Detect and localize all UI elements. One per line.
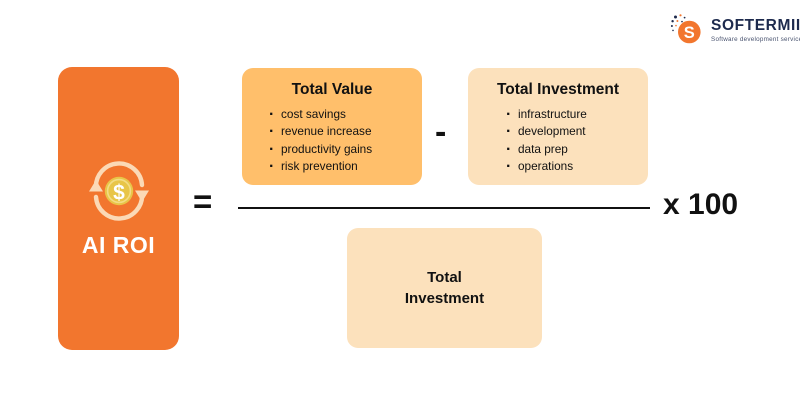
denominator-title: Total Investment	[405, 267, 484, 310]
denominator-title-line-2: Investment	[404, 290, 485, 307]
total-value-box: Total Value cost savings revenue increas…	[242, 68, 422, 185]
brand-wordmark: SOFTERMII Software development services	[711, 17, 800, 43]
list-item: revenue increase	[269, 122, 422, 143]
list-item: productivity gains	[269, 140, 422, 161]
list-item: data prep	[506, 140, 648, 161]
svg-text:S: S	[684, 24, 695, 42]
list-item: cost savings	[269, 105, 422, 126]
denominator-title-line-1: Total	[427, 268, 462, 286]
ai-roi-label: AI ROI	[81, 232, 156, 258]
brand-logo: S SOFTERMII Software development service…	[670, 11, 800, 49]
total-investment-list: infrastructure development data prep ope…	[468, 105, 648, 178]
refresh-dollar-coin-icon: $	[88, 161, 149, 221]
equals-operator: =	[193, 183, 213, 220]
list-item: risk prevention	[269, 157, 422, 178]
total-value-list: cost savings revenue increase productivi…	[242, 105, 422, 178]
list-item: operations	[506, 157, 648, 178]
total-investment-box: Total Investment infrastructure developm…	[468, 68, 648, 185]
denominator-total-investment-box: Total Investment	[347, 228, 542, 348]
total-value-title: Total Value	[291, 81, 373, 98]
softermii-mark-icon: S	[670, 13, 704, 47]
minus-operator: -	[435, 113, 447, 151]
brand-name: SOFTERMII	[711, 17, 800, 35]
svg-text:$: $	[113, 182, 125, 205]
fraction-bar	[238, 207, 650, 209]
brand-tagline: Software development services	[711, 35, 800, 43]
list-item: infrastructure	[506, 105, 648, 126]
total-investment-title: Total Investment	[496, 81, 619, 98]
ai-roi-panel: $ AI ROI	[58, 67, 179, 350]
multiply-by-100-operator: x 100	[663, 188, 739, 221]
list-item: development	[506, 122, 648, 143]
